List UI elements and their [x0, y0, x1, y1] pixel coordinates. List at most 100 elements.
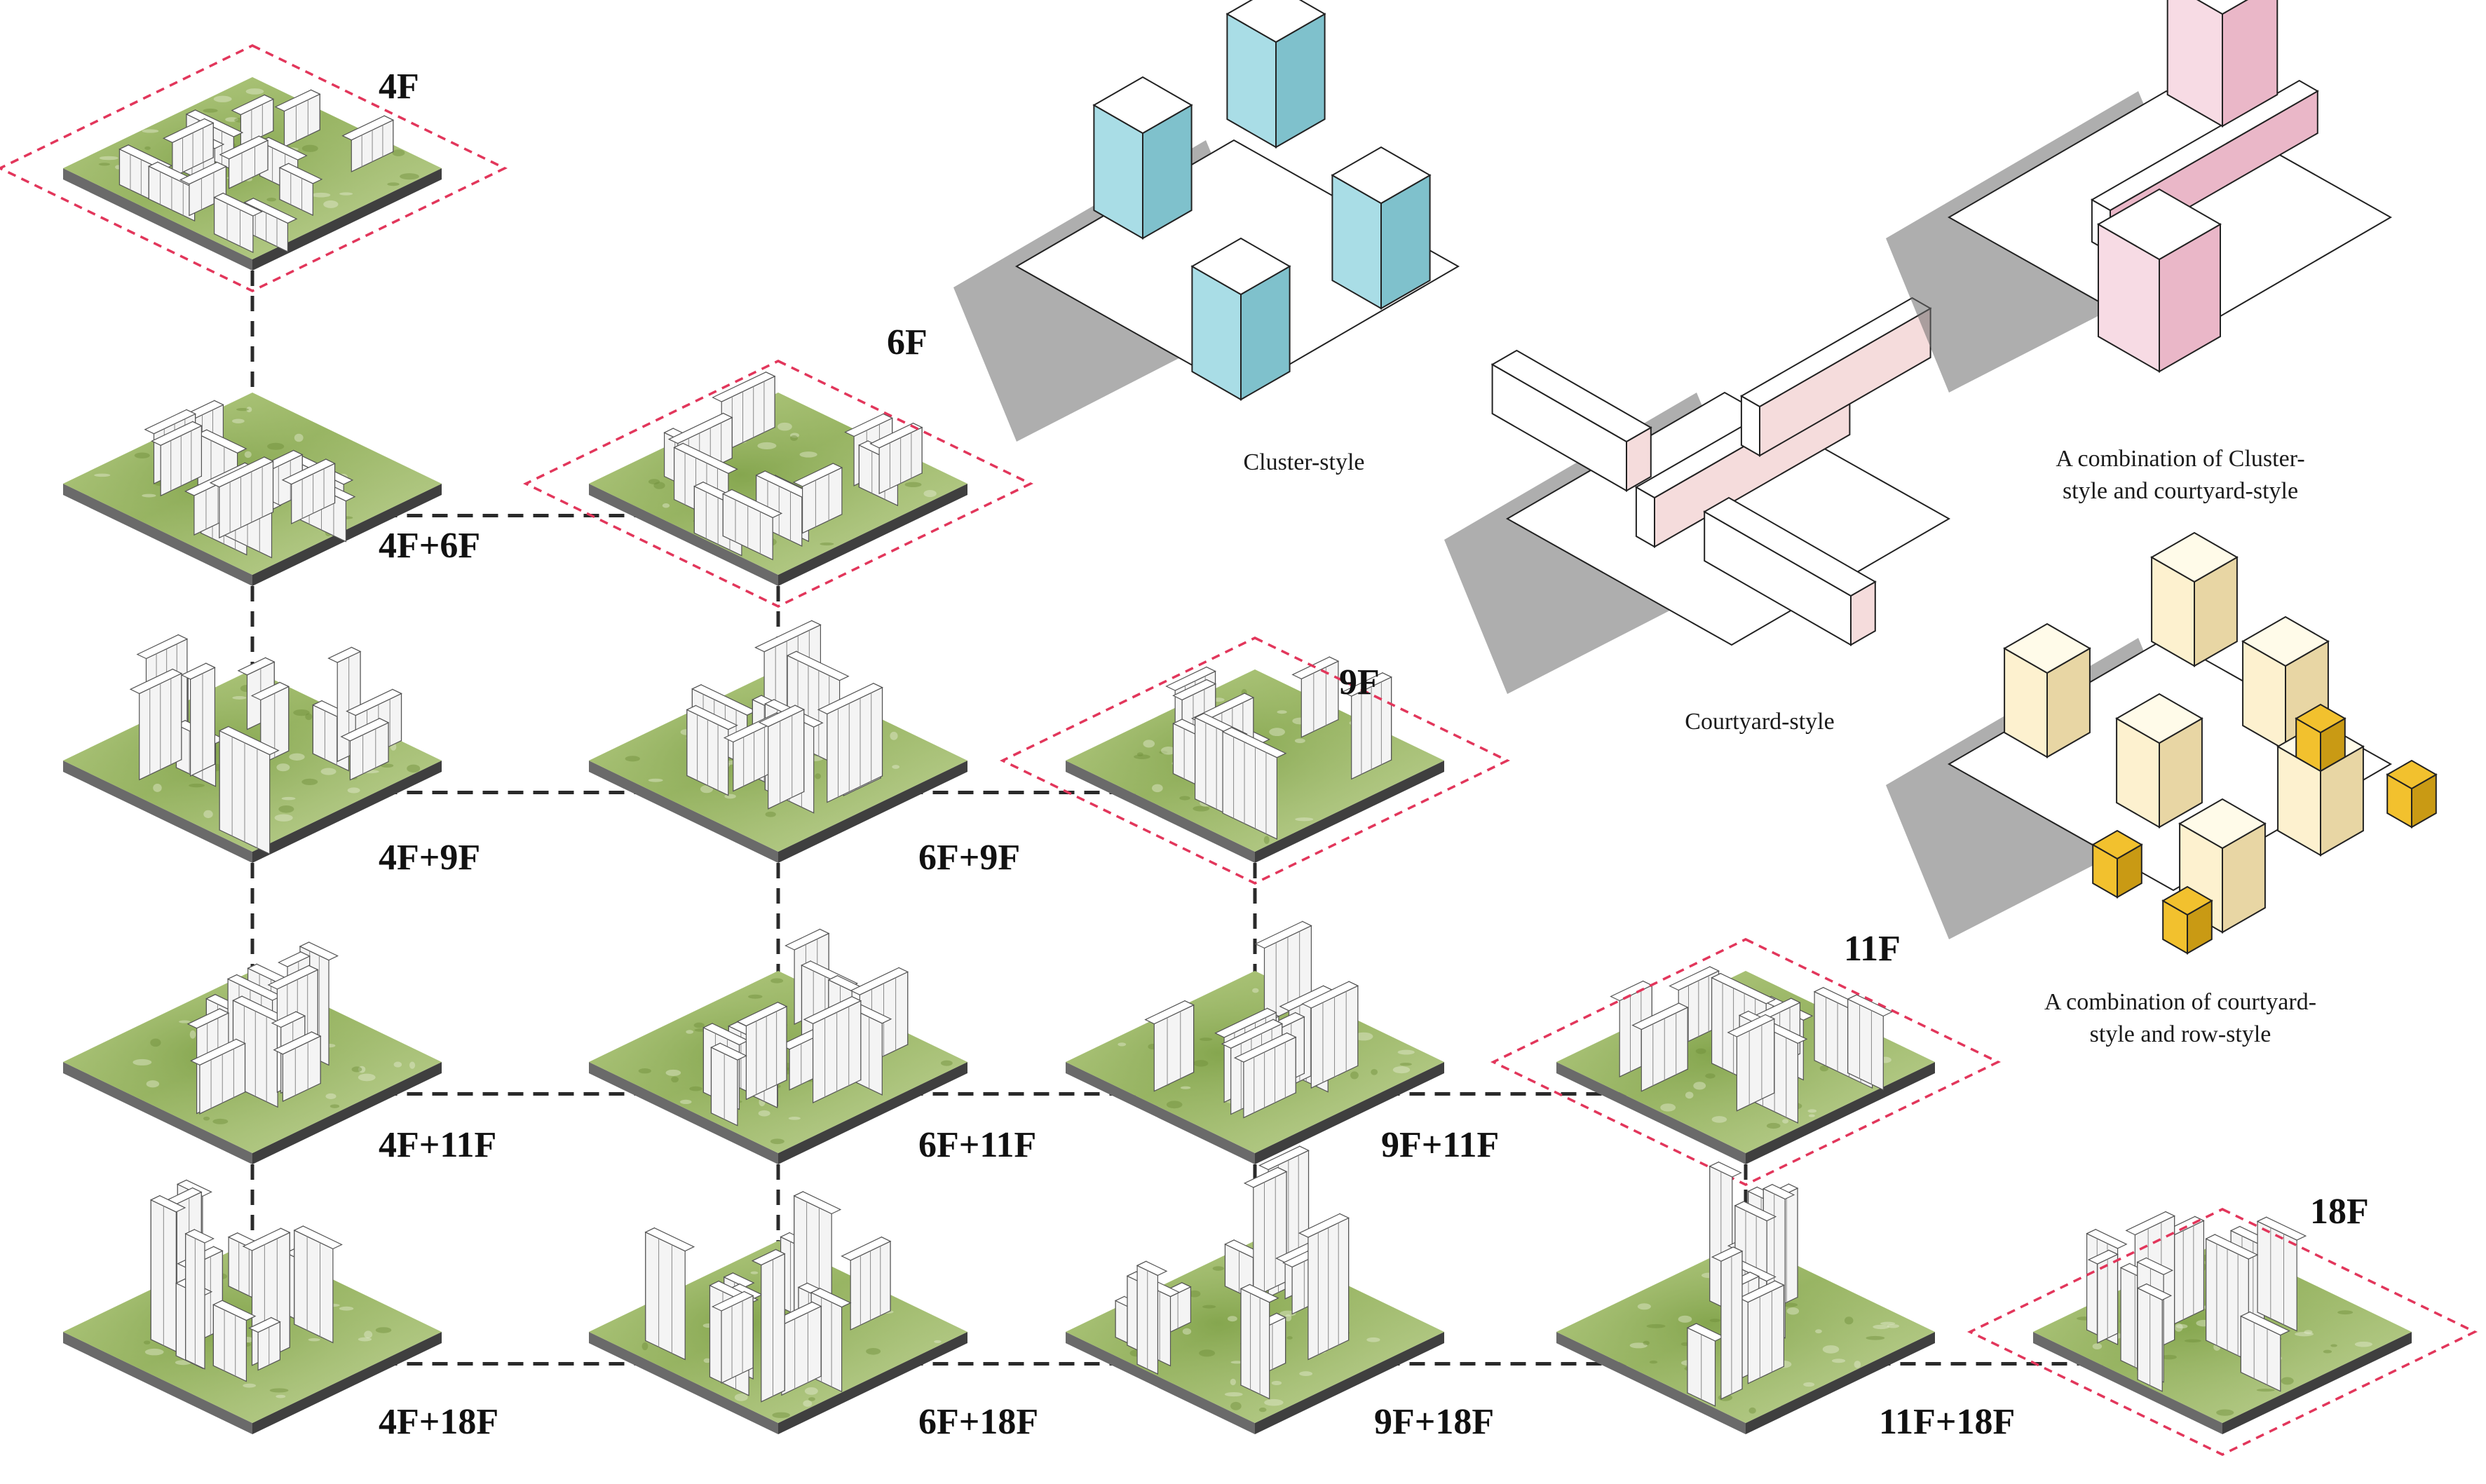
grass-texture	[1286, 1336, 1293, 1340]
building-roof	[162, 118, 215, 143]
grass-texture	[1854, 1361, 1861, 1368]
building-roof	[299, 941, 339, 961]
grass-texture	[387, 182, 400, 186]
tile-edge-right	[778, 1062, 967, 1164]
building-roof	[1144, 1000, 1195, 1025]
grass-texture	[351, 1066, 362, 1073]
grass-texture	[1786, 1307, 1800, 1315]
building-roof	[686, 704, 738, 730]
grass-texture	[380, 763, 394, 768]
building-group	[686, 620, 883, 814]
grass-texture	[1748, 1407, 1756, 1414]
grass-texture	[2304, 1330, 2313, 1335]
tile-label: 6F	[887, 322, 928, 362]
grass-texture	[281, 796, 296, 801]
building-roof	[1669, 966, 1720, 991]
tile-9f-11f: 9F+11F	[1066, 920, 1499, 1165]
grass-texture	[758, 1110, 770, 1117]
grass-texture	[1637, 1303, 1651, 1310]
grass-texture	[689, 1086, 702, 1091]
building-roof	[1165, 666, 1216, 691]
grass-texture	[289, 753, 305, 761]
grass-texture	[693, 1022, 705, 1028]
building-roof	[792, 463, 843, 487]
building-roof	[710, 1042, 747, 1061]
tile-6f-9f: 6F+9F	[589, 620, 1020, 878]
grass-texture	[2174, 1323, 2183, 1332]
grass-texture	[407, 764, 421, 773]
grass-texture	[788, 1117, 801, 1120]
grass-texture	[1371, 1068, 1378, 1075]
tile-edge-right	[1255, 1332, 1444, 1434]
grass-texture	[246, 407, 252, 413]
tile-edge-right	[1746, 1332, 1935, 1434]
building-roof	[1243, 1166, 1288, 1188]
style-box-top	[1190, 237, 1291, 296]
grass-texture	[1159, 750, 1168, 754]
highlight-frame	[0, 44, 508, 292]
style-diagram-3: A combination of Cluster-style and court…	[1886, 0, 2393, 504]
grass-texture	[815, 773, 821, 780]
grass-texture	[358, 1073, 376, 1082]
grass-texture	[1397, 1049, 1415, 1055]
building-roof	[869, 423, 923, 449]
building-roof	[2125, 1211, 2175, 1236]
building-roof	[278, 163, 323, 184]
building-group	[644, 1190, 892, 1403]
building-roof	[1239, 1284, 1279, 1303]
grass-texture	[641, 1342, 648, 1351]
building-roof	[850, 967, 909, 995]
grass-texture	[1264, 1398, 1284, 1406]
grass-texture	[1258, 1407, 1267, 1412]
building-roof	[237, 657, 276, 676]
tile-9f-18f: 9F+18F	[1066, 1145, 1494, 1442]
building-roof	[2136, 1257, 2174, 1275]
grass-texture	[1831, 1359, 1846, 1363]
building-roof	[186, 1008, 230, 1029]
grass-texture	[1685, 1091, 1694, 1099]
grass-texture	[1227, 1316, 1237, 1322]
grass-texture	[1188, 1290, 1201, 1298]
tile-label: 4F+6F	[379, 526, 480, 566]
grass-texture	[1693, 1082, 1706, 1090]
building-roof	[673, 442, 738, 474]
grass-texture	[2092, 1343, 2103, 1350]
style-caption: style and courtyard-style	[2063, 478, 2298, 504]
grass-texture	[1230, 1401, 1242, 1410]
grass-texture	[98, 163, 111, 166]
grass-texture	[203, 108, 218, 113]
grass-texture	[803, 1400, 813, 1407]
grass-texture	[144, 1348, 164, 1356]
grass-texture	[2175, 1323, 2188, 1329]
building-roof	[1711, 973, 1777, 1005]
grass-texture	[1822, 1345, 1840, 1354]
grass-texture	[301, 778, 318, 785]
building-group	[1165, 656, 1392, 840]
building-roof	[1291, 656, 1340, 680]
grass-texture	[770, 978, 784, 983]
building-roof	[1711, 1246, 1744, 1262]
tile-edge-right	[252, 1332, 442, 1434]
tile-label: 4F	[379, 67, 419, 107]
tile-edge-right	[778, 761, 967, 863]
tile-edge-left	[589, 1062, 778, 1164]
tile-edge-left	[589, 761, 778, 863]
grass-texture	[203, 1116, 210, 1121]
building-roof	[274, 89, 321, 112]
building-roof	[242, 1227, 291, 1251]
style-box-top	[2178, 798, 2267, 850]
building-roof	[273, 1031, 322, 1055]
tile-18f: 18F	[1967, 1192, 2478, 1456]
grass-texture	[325, 1093, 337, 1100]
building-roof	[1847, 994, 1894, 1017]
grass-texture	[393, 1061, 402, 1068]
building-roof	[786, 651, 850, 681]
grass-texture	[934, 1340, 942, 1343]
grass-texture	[244, 451, 252, 458]
grass-texture	[820, 542, 834, 546]
highlight-frame	[999, 637, 1511, 885]
building-roof	[702, 1023, 749, 1046]
building-roof	[1709, 1162, 1742, 1178]
grass-texture	[339, 192, 353, 196]
tile-edge-left	[63, 484, 252, 586]
